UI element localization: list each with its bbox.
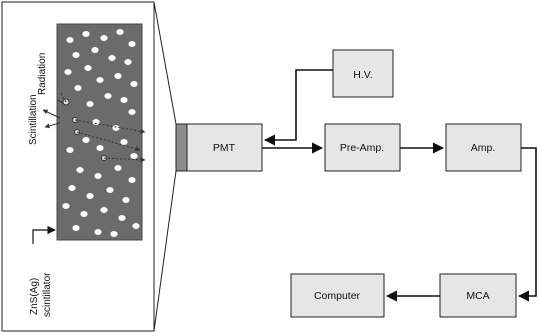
mca-label: MCA [466,290,489,302]
scintillator-grain [82,137,90,143]
computer-block [290,273,385,318]
scintillator-grain [112,125,120,131]
scintillator-grain [114,165,122,171]
scintillator-grain [130,81,138,87]
scintillator-grain [74,85,82,91]
scintillator-grain [64,69,72,75]
scintillator-grain [96,77,104,83]
scintillator-grain [114,73,122,79]
scintillator-grain [96,145,104,151]
scintillator-grain [94,173,102,179]
zns-label-line1: ZnS(Ag) [29,278,40,315]
zns-label-line2: scintillator [42,272,53,317]
scintillator-grain [120,97,128,103]
scintillator-grain [76,167,84,173]
scintillator-grain [116,29,124,35]
scintillator-grain [132,223,140,229]
scintillator-grain [122,197,130,203]
scintillator-grain [110,231,118,237]
scintillator-grain [108,55,116,61]
scintillator-grain [118,215,126,221]
scintillator-grain [120,139,128,145]
pmt-window [175,123,188,172]
scintillator-grain [130,153,138,159]
hv-block [332,49,394,98]
scintillator-grain [124,59,132,65]
scintillator-grain [68,185,76,191]
hv-to-pmt-arrow [263,69,333,146]
scintillator-grain [100,35,108,41]
scintillator-grain [72,225,80,231]
scintillator-grain [92,119,100,125]
radiation-paths [42,91,146,163]
radiation-label: Radiation [37,53,48,95]
scintillator-grain [128,177,136,183]
preamp-label: Pre-Amp. [340,142,384,154]
scintillator-grain [100,207,108,213]
scintillation-label: Scintillation [28,94,39,145]
amp-label: Amp. [471,142,496,154]
scintillator-grain [66,37,74,43]
scintillator-grain [104,93,112,99]
preamp-block [324,123,401,172]
scintillator-grain [128,109,136,115]
scintillator-particles [62,29,140,237]
scintillator-grain [106,187,114,193]
zoom-line-top [153,1,177,125]
scintillator-grain [91,47,99,53]
scintillator-grain [128,41,136,47]
scintillator-grain [62,203,70,209]
scintillator-grain [80,211,88,217]
scintillator-grain [86,193,94,199]
zoom-line-bottom [153,170,177,332]
scintillator-grain [86,101,94,107]
pmt-label: PMT [213,142,236,154]
scintillator-grain [72,52,80,58]
amp-to-mca-arrow [517,147,537,302]
scintillator-grain [66,147,74,153]
amp-block [445,123,522,172]
zns-pointer [32,225,56,244]
scintillator-grain [82,31,90,37]
zns-scintillator-layer [56,23,143,241]
scintillator-grain [94,229,102,235]
hv-label: H.V. [353,69,372,81]
computer-label: Computer [314,290,361,302]
scintillator-grain [84,65,92,71]
